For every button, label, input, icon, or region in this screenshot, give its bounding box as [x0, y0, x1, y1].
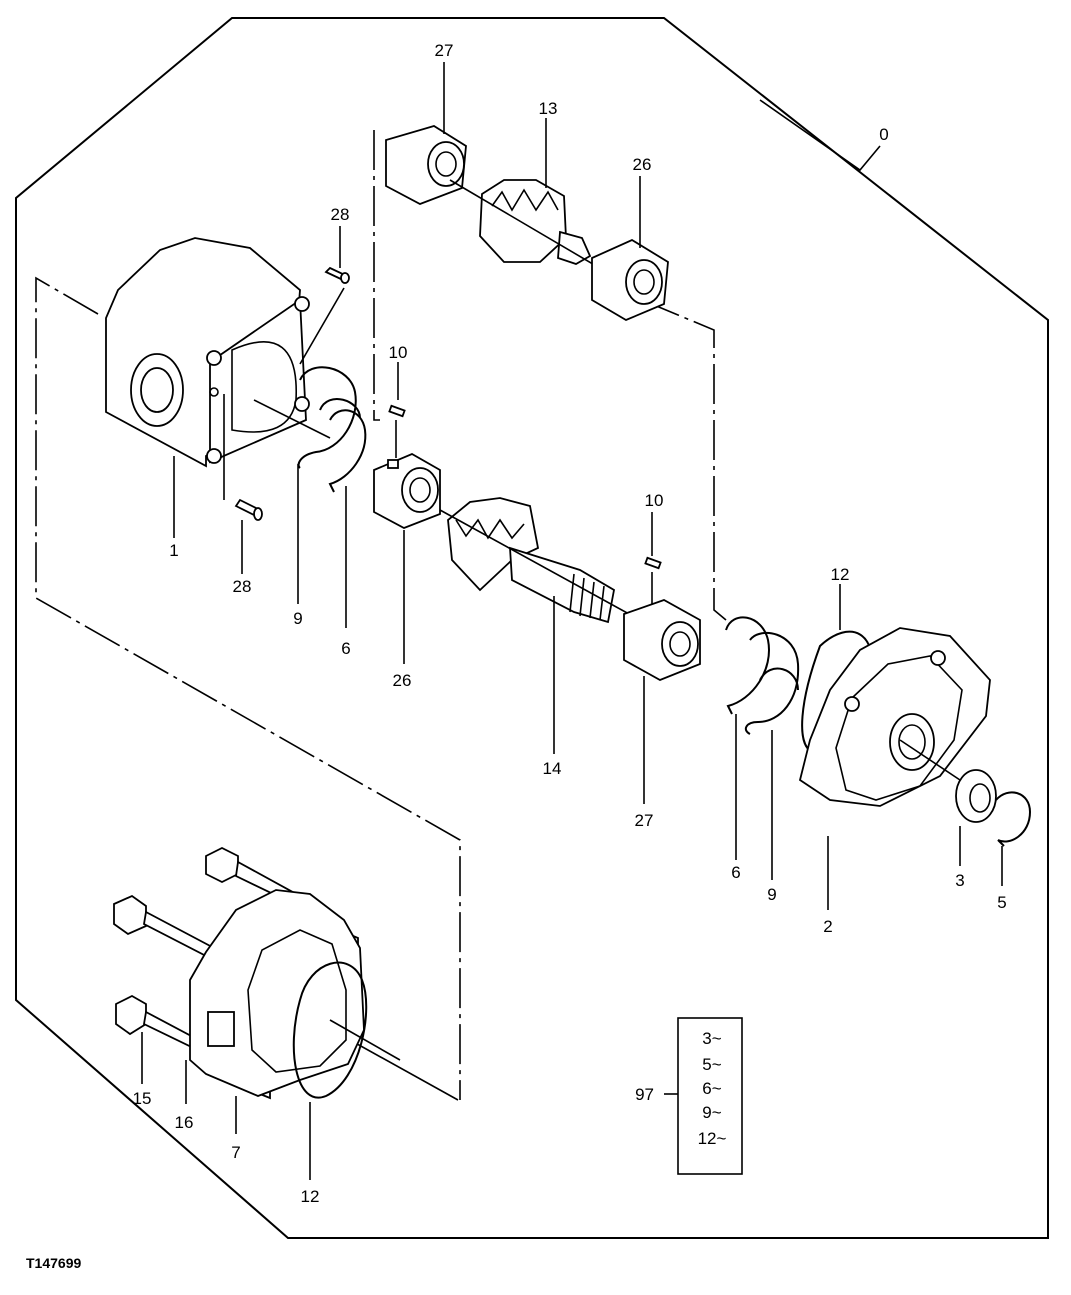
callout-28-bottom: 28	[233, 577, 252, 596]
kit-item: 3~	[702, 1029, 721, 1048]
bearing-block-27-right	[623, 599, 701, 681]
callout-9-left: 9	[293, 609, 302, 628]
callout-1: 1	[169, 541, 178, 560]
callout-3: 3	[955, 871, 964, 890]
seal-ring-rear	[297, 366, 361, 469]
dowel-pin-upper	[324, 266, 350, 284]
key-10-lower	[644, 556, 662, 570]
drive-gear-shaft	[439, 497, 641, 624]
callout-14: 14	[543, 759, 562, 778]
callout-27-bottom: 27	[635, 811, 654, 830]
callout-6-left: 6	[341, 639, 350, 658]
callout-9-right: 9	[767, 885, 776, 904]
callout-2: 2	[823, 917, 832, 936]
callout-27-top: 27	[435, 41, 454, 60]
shaft-seal-3	[955, 769, 997, 823]
dowel-pin-lower	[234, 498, 263, 521]
kit-item: 6~	[702, 1079, 721, 1098]
front-group-frame	[641, 299, 727, 621]
bearing-block-26-left	[373, 452, 441, 529]
callout-15: 15	[133, 1089, 152, 1108]
callout-0: 0	[879, 125, 888, 144]
assembly-boundary	[15, 17, 1049, 1239]
callout-12-flange: 12	[831, 565, 850, 584]
figure-id: T147699	[26, 1255, 81, 1271]
backup-ring-front	[725, 616, 770, 715]
callout-16: 16	[175, 1113, 194, 1132]
callout-7: 7	[231, 1143, 240, 1162]
housing-group-frame	[35, 276, 461, 1100]
pump-housing	[105, 237, 331, 468]
callout-26-top: 26	[633, 155, 652, 174]
rear-group-frame	[373, 130, 380, 421]
o-ring-adapter	[292, 961, 368, 1099]
kit-item: 9~	[702, 1103, 721, 1122]
seal-ring-front	[744, 631, 800, 735]
callout-13: 13	[539, 99, 558, 118]
mounting-flange	[798, 627, 991, 807]
bearing-block-27-top	[385, 125, 467, 205]
callout-5: 5	[997, 893, 1006, 912]
callout-12-adapter: 12	[301, 1187, 320, 1206]
callout-10-right: 10	[645, 491, 664, 510]
mount-connector-line	[349, 1039, 459, 1101]
callout-28-top: 28	[331, 205, 350, 224]
kit-item: 12~	[698, 1129, 727, 1148]
bearing-block-26-top	[591, 238, 669, 322]
snap-ring-5	[995, 791, 1032, 847]
callout-10-top: 10	[389, 343, 408, 362]
backup-ring-rear	[328, 409, 367, 493]
leader-lines	[141, 62, 1003, 1180]
kit-label: 97	[635, 1085, 654, 1104]
callout-26-bottom: 26	[393, 671, 412, 690]
adapter-plate-7	[189, 889, 365, 1097]
kit-item: 5~	[702, 1055, 721, 1074]
callout-6-right: 6	[731, 863, 740, 882]
kit-box: 97 3~ 5~ 6~ 9~ 12~	[635, 1017, 743, 1175]
key-10-upper	[388, 404, 406, 418]
